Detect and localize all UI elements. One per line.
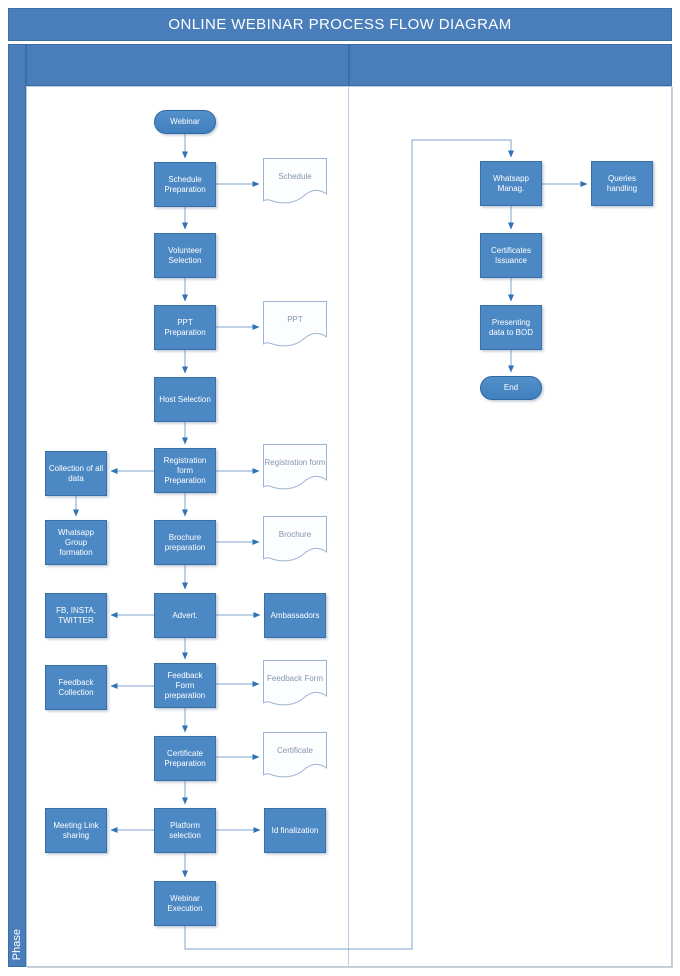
node-meeting-link-sharing[interactable]: Meeting Link sharing bbox=[45, 808, 107, 853]
node-label: Advert. bbox=[172, 610, 198, 620]
node-label: Whatsapp Group formation bbox=[57, 527, 95, 557]
node-label: PPT bbox=[287, 315, 303, 324]
node-feedback-collection[interactable]: Feedback Collection bbox=[45, 665, 107, 710]
node-host-selection[interactable]: Host Selection bbox=[154, 377, 216, 422]
node-platform-selection[interactable]: Platform selection bbox=[154, 808, 216, 853]
node-label: Feedback Form bbox=[266, 674, 324, 683]
node-label: Webinar Execution bbox=[167, 893, 203, 913]
node-label: Webinar bbox=[170, 117, 200, 126]
lane-header-left bbox=[26, 44, 349, 86]
node-ambassadors[interactable]: Ambassadors bbox=[264, 593, 326, 638]
phase-label: Phase bbox=[11, 928, 23, 960]
node-label: Whatsapp Manag. bbox=[492, 173, 530, 193]
node-presenting-data-to-bod[interactable]: Presenting data to BOD bbox=[480, 305, 542, 350]
diagram-title-bar: ONLINE WEBINAR PROCESS FLOW DIAGRAM bbox=[8, 8, 672, 41]
node-label: Schedule bbox=[278, 172, 312, 181]
node-feedback-form-preparation[interactable]: Feedback Form preparation bbox=[154, 663, 216, 708]
node-certificates-issuance[interactable]: Certificates Issuance bbox=[480, 233, 542, 278]
node-whatsapp-manag[interactable]: Whatsapp Manag. bbox=[480, 161, 542, 206]
node-webinar-execution[interactable]: Webinar Execution bbox=[154, 881, 216, 926]
node-label: Certificate bbox=[276, 746, 313, 755]
node-ppt-preparation[interactable]: PPT Preparation bbox=[154, 305, 216, 350]
node-label: Meeting Link sharing bbox=[53, 820, 99, 840]
node-end-terminator[interactable]: End bbox=[480, 376, 542, 400]
lane-divider bbox=[348, 86, 349, 967]
phase-strip: Phase bbox=[8, 44, 26, 967]
node-label: Feedback Collection bbox=[58, 677, 94, 697]
node-label: FB, INSTA, TWITTER bbox=[56, 605, 96, 625]
node-id-finalization[interactable]: Id finalization bbox=[264, 808, 326, 853]
diagram-canvas bbox=[26, 86, 672, 967]
node-schedule-document[interactable]: Schedule bbox=[263, 158, 327, 204]
node-label: Queries handling bbox=[606, 173, 638, 193]
node-label: Feedback Form preparation bbox=[164, 670, 206, 700]
node-webinar-start[interactable]: Webinar bbox=[154, 110, 216, 134]
node-registration-form-preparation[interactable]: Registration form Preparation bbox=[154, 448, 216, 493]
node-label: Schedule Preparation bbox=[164, 174, 206, 194]
node-advert[interactable]: Advert. bbox=[154, 593, 216, 638]
node-brochure-preparation[interactable]: Brochure preparation bbox=[154, 520, 216, 565]
node-label: Registration form Preparation bbox=[163, 455, 207, 485]
node-collection-of-all-data[interactable]: Collection of all data bbox=[45, 451, 107, 496]
node-label: Collection of all data bbox=[48, 463, 104, 483]
node-label: Brochure preparation bbox=[164, 532, 206, 552]
node-certificate-document[interactable]: Certificate bbox=[263, 732, 327, 778]
page-title: ONLINE WEBINAR PROCESS FLOW DIAGRAM bbox=[168, 16, 512, 33]
node-label: Volunteer Selection bbox=[168, 245, 202, 265]
node-label: Brochure bbox=[278, 530, 312, 539]
node-label: End bbox=[503, 383, 519, 392]
node-whatsapp-group-formation[interactable]: Whatsapp Group formation bbox=[45, 520, 107, 565]
node-label: Certificates Issuance bbox=[490, 245, 531, 265]
node-queries-handling[interactable]: Queries handling bbox=[591, 161, 653, 206]
node-schedule-preparation[interactable]: Schedule Preparation bbox=[154, 162, 216, 207]
node-registration-form-document[interactable]: Registration form bbox=[263, 444, 327, 490]
node-fb-insta-twitter[interactable]: FB, INSTA, TWITTER bbox=[45, 593, 107, 638]
node-label: Certificate Preparation bbox=[164, 748, 206, 768]
node-feedback-form-document[interactable]: Feedback Form bbox=[263, 660, 327, 706]
node-certificate-preparation[interactable]: Certificate Preparation bbox=[154, 736, 216, 781]
node-label: Ambassadors bbox=[270, 610, 320, 620]
node-label: Id finalization bbox=[271, 825, 319, 835]
node-label: Platform selection bbox=[169, 820, 201, 840]
node-volunteer-selection[interactable]: Volunteer Selection bbox=[154, 233, 216, 278]
node-ppt-document[interactable]: PPT bbox=[263, 301, 327, 347]
node-brochure-document[interactable]: Brochure bbox=[263, 516, 327, 562]
lane-header-right bbox=[349, 44, 672, 86]
node-label: Host Selection bbox=[159, 394, 211, 404]
node-label: PPT Preparation bbox=[164, 317, 206, 337]
node-label: Presenting data to BOD bbox=[488, 317, 534, 337]
node-label: Registration form bbox=[264, 458, 326, 467]
